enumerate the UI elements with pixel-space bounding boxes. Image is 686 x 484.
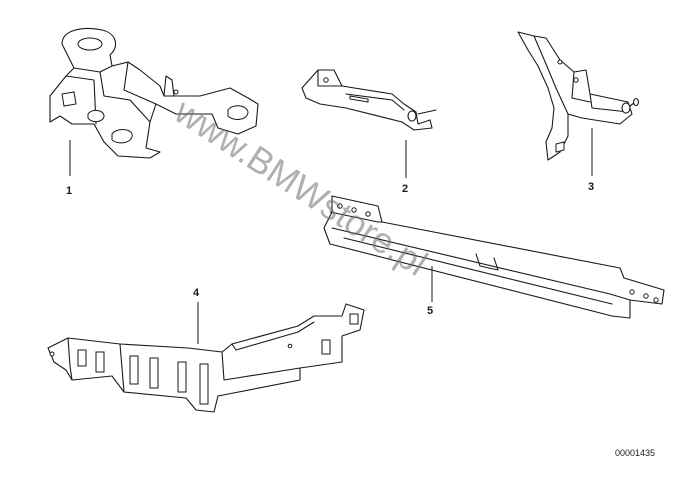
diagram-id-number: 00001435 — [615, 448, 655, 458]
callout-label-2: 2 — [402, 183, 408, 195]
callout-label-4: 4 — [193, 287, 200, 299]
callout-label-3: 3 — [588, 181, 594, 193]
part-2-strap-bracket — [301, 69, 437, 131]
part-5-channel-rail — [323, 195, 665, 319]
part-3-angled-bracket — [517, 31, 640, 161]
part-1-bracket — [49, 27, 259, 159]
part-4-slotted-plate — [47, 303, 365, 413]
callout-label-1: 1 — [66, 185, 72, 197]
callout-label-5: 5 — [427, 305, 433, 317]
